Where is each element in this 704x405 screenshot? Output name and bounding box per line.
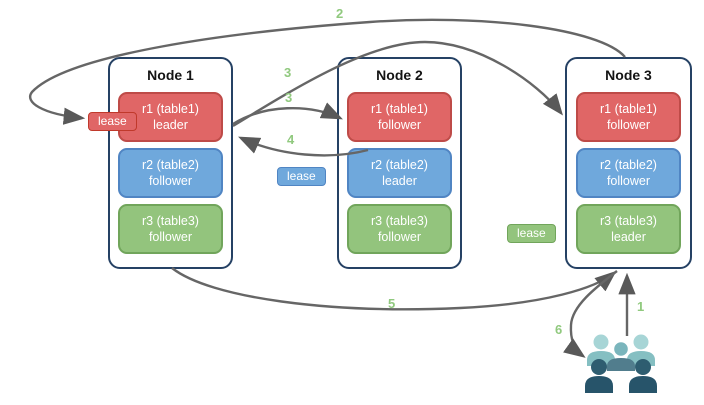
node-2-replica-r3: r3 (table3) follower xyxy=(347,204,452,254)
node-1-replica-r3: r3 (table3) follower xyxy=(118,204,223,254)
replica-line1: r2 (table2) xyxy=(142,157,199,172)
replica-line2: follower xyxy=(606,174,651,188)
step-label-6: 6 xyxy=(555,322,563,337)
node-2-replica-r2: r2 (table2) leader xyxy=(347,148,452,198)
replica-line2: leader xyxy=(153,118,188,132)
node-2: Node 2 r1 (table1) follower r2 (table2) … xyxy=(337,57,462,269)
replica-line2: follower xyxy=(148,174,193,188)
lease-badge-table2: lease xyxy=(277,167,326,186)
lease-badge-table3: lease xyxy=(507,224,556,243)
replica-line1: r2 (table2) xyxy=(371,157,428,172)
node-1: Node 1 r1 (table1) leader r2 (table2) fo… xyxy=(108,57,233,269)
replica-line1: r1 (table1) xyxy=(142,101,199,116)
lease-badge-table1: lease xyxy=(88,112,137,131)
step-label-5: 5 xyxy=(388,296,396,311)
node-1-replica-r2: r2 (table2) follower xyxy=(118,148,223,198)
replica-line2: follower xyxy=(377,230,422,244)
node-1-title: Node 1 xyxy=(147,67,194,83)
users-group-icon xyxy=(585,334,657,393)
node-3: Node 3 r1 (table1) follower r2 (table2) … xyxy=(565,57,692,269)
replica-line2: leader xyxy=(382,174,417,188)
step-label-1: 1 xyxy=(637,299,645,314)
step-label-2: 2 xyxy=(336,6,344,21)
replica-line2: follower xyxy=(148,230,193,244)
node-3-replica-r1: r1 (table1) follower xyxy=(576,92,681,142)
arrow-step-3-node1-to-node2 xyxy=(232,102,343,126)
replica-line1: r3 (table3) xyxy=(142,213,199,228)
replica-line1: r3 (table3) xyxy=(600,213,657,228)
replica-line1: r1 (table1) xyxy=(371,101,428,116)
node-2-replica-r1: r1 (table1) follower xyxy=(347,92,452,142)
replica-line1: r1 (table1) xyxy=(600,101,657,116)
node-2-title: Node 2 xyxy=(376,67,423,83)
node-3-replica-r2: r2 (table2) follower xyxy=(576,148,681,198)
step-label-3-lower: 3 xyxy=(285,90,293,105)
step-label-4: 4 xyxy=(287,132,295,147)
replica-line2: leader xyxy=(611,230,646,244)
step-label-3-upper: 3 xyxy=(284,65,292,80)
replica-line1: r3 (table3) xyxy=(371,213,428,228)
replica-line2: follower xyxy=(377,118,422,132)
node-3-title: Node 3 xyxy=(605,67,652,83)
replica-line2: follower xyxy=(606,118,651,132)
replica-line1: r2 (table2) xyxy=(600,157,657,172)
node-3-replica-r3: r3 (table3) leader xyxy=(576,204,681,254)
